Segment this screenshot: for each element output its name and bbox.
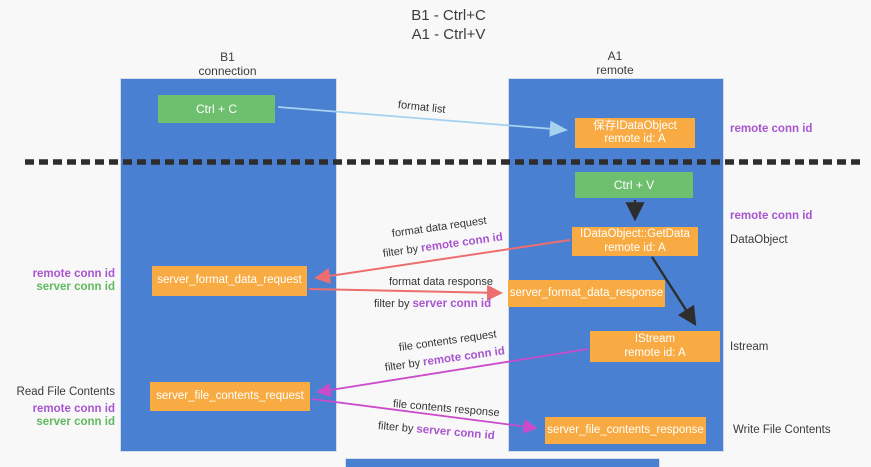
- server-conn-id-key: server conn id: [412, 298, 492, 310]
- istream-box: IStream remote id: A: [590, 331, 720, 362]
- left-server-conn-id-1: server conn id: [36, 281, 115, 293]
- filter-by-text: filter by: [384, 356, 424, 374]
- idataobject-getdata-line1: IDataObject::GetData: [580, 228, 690, 240]
- right-column-role: remote: [596, 63, 634, 77]
- server-file-contents-request-label: server_file_contents_request: [156, 389, 304, 402]
- ctrl-v-box: Ctrl + V: [575, 172, 693, 198]
- istream-line1: IStream: [634, 333, 676, 345]
- right-column-name: A1: [607, 49, 623, 63]
- filter-by-text: filter by: [377, 420, 417, 436]
- server-format-data-response-box: server_format_data_response: [508, 280, 665, 307]
- format-data-response-filter-label: filter by server conn id: [374, 298, 491, 310]
- ctrl-v-label: Ctrl + V: [613, 178, 655, 192]
- left-remote-conn-id-2: remote conn id: [32, 403, 115, 415]
- filter-by-text: filter by: [382, 242, 422, 260]
- left-server-conn-id-2: server conn id: [36, 416, 115, 428]
- server-file-contents-response-label: server_file_contents_response: [547, 423, 704, 436]
- left-read-file-contents-label: Read File Contents: [16, 386, 115, 398]
- save-idataobject-line2: remote id: A: [604, 133, 666, 145]
- idataobject-getdata-line2: remote id: A: [604, 241, 666, 254]
- title-line-2: A1 - Ctrl+V: [411, 26, 486, 43]
- server-format-data-request-box: server_format_data_request: [152, 266, 307, 296]
- diagram-title: B1 - Ctrl+C A1 - Ctrl+V: [13, 6, 871, 44]
- server-conn-id-key: server conn id: [415, 423, 496, 443]
- remote-conn-id-key: remote conn id: [420, 231, 504, 255]
- file-contents-response-filter-label: filter by server conn id: [377, 420, 495, 442]
- save-idataobject-box: 保存IDataObject remote id: A: [575, 118, 695, 148]
- server-file-contents-response-box: server_file_contents_response: [545, 417, 706, 444]
- right-dataobject-label: DataObject: [730, 234, 788, 246]
- right-istream-label: Istream: [730, 341, 769, 353]
- file-contents-response-label: file contents response: [392, 398, 501, 420]
- right-write-file-contents-label: Write File Contents: [733, 424, 831, 436]
- server-format-data-response-label: server_format_data_response: [509, 286, 664, 299]
- format-data-response-label: format data response: [389, 276, 493, 288]
- save-idataobject-line1: 保存IDataObject: [593, 119, 677, 132]
- istream-line2: remote id: A: [624, 346, 686, 359]
- server-format-data-request-label: server_format_data_request: [157, 274, 302, 287]
- ctrl-c-box: Ctrl + C: [158, 95, 275, 123]
- right-remote-conn-id-top: remote conn id: [730, 123, 813, 135]
- ctrl-c-label: Ctrl + C: [195, 102, 237, 116]
- title-line-1: B1 - Ctrl+C: [411, 7, 486, 24]
- left-column-role: connection: [198, 64, 257, 78]
- format-data-response-arrow: [308, 284, 503, 301]
- bottom-partial-lane: [345, 458, 660, 467]
- right-remote-conn-id-mid: remote conn id: [730, 210, 813, 222]
- left-column-header: B1 connection: [120, 50, 335, 78]
- right-column-header: A1 remote: [508, 49, 722, 77]
- filter-by-text: filter by: [374, 298, 413, 310]
- left-remote-conn-id-1: remote conn id: [32, 268, 115, 280]
- idataobject-getdata-box: IDataObject::GetData remote id: A: [572, 227, 698, 256]
- format-list-label: format list: [397, 99, 447, 116]
- server-file-contents-request-box: server_file_contents_request: [150, 382, 310, 411]
- left-column-name: B1: [220, 50, 235, 64]
